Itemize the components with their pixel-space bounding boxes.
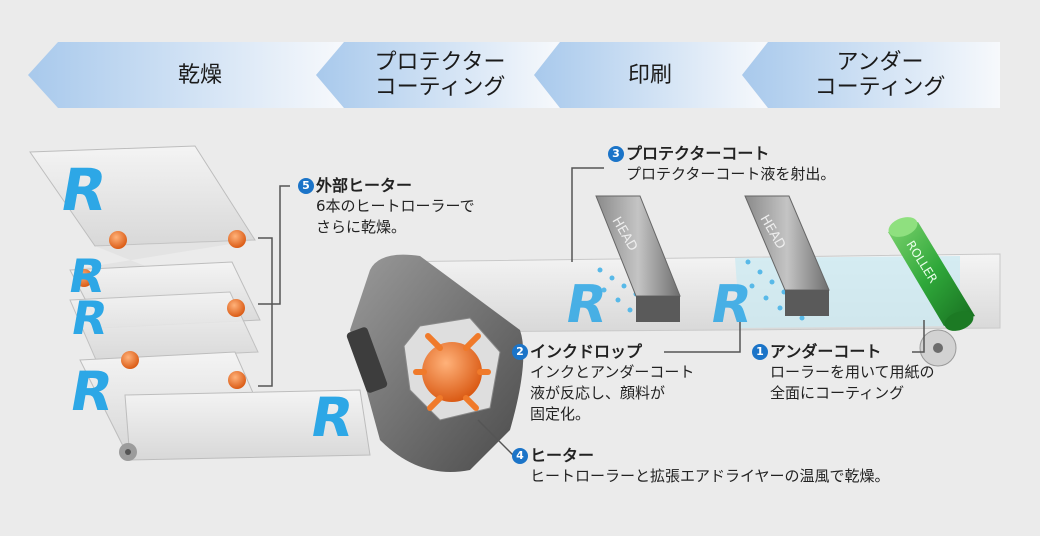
step-arrow-undercoat bbox=[742, 42, 1000, 108]
heat-roller-icon bbox=[227, 299, 245, 317]
callout-body: プロテクターコート液を射出。 bbox=[626, 165, 836, 183]
step-arrow-print bbox=[534, 42, 768, 108]
step-arrow-dry bbox=[28, 42, 344, 108]
circled-number-icon: 3 bbox=[608, 146, 624, 162]
heater-unit bbox=[346, 254, 524, 472]
heat-roller-icon bbox=[228, 230, 246, 248]
step-label-protector-coating: プロテクター コーティング bbox=[374, 50, 506, 100]
callout-body: ローラーを用いて用紙の 全面にコーティング bbox=[770, 363, 935, 402]
circled-number-icon: 5 bbox=[298, 178, 314, 194]
step-arrow-protector bbox=[316, 42, 560, 108]
heat-roller-icon bbox=[121, 351, 139, 369]
coating-roller-icon: ROLLER bbox=[888, 217, 975, 367]
callout-body: インクとアンダーコート 液が反応し、顔料が 固定化。 bbox=[530, 363, 695, 423]
drying-web-stack bbox=[29, 145, 371, 461]
circled-number-icon: 2 bbox=[512, 344, 528, 360]
leader-lines bbox=[258, 167, 925, 457]
callout-title: 外部ヒーター bbox=[316, 176, 413, 195]
callout-body: ヒートローラーと拡張エアドライヤーの温風で乾燥。 bbox=[530, 467, 890, 485]
step-label-dry: 乾燥 bbox=[177, 62, 222, 88]
print-head-protector: HEAD bbox=[595, 195, 681, 322]
circled-number-icon: 1 bbox=[752, 344, 768, 360]
callout-title: プロテクターコート bbox=[626, 144, 770, 163]
callout-title: ヒーター bbox=[530, 446, 595, 465]
step-label-print: 印刷 bbox=[627, 62, 672, 88]
step-label-under-coating: アンダー コーティング bbox=[814, 50, 946, 100]
circled-number-icon: 4 bbox=[512, 448, 528, 464]
callout-title: アンダーコート bbox=[770, 342, 882, 361]
process-arrow-band bbox=[28, 42, 1000, 108]
callout-title: インクドロップ bbox=[530, 342, 643, 361]
heat-roller-icon bbox=[75, 269, 93, 287]
heat-roller-icon bbox=[228, 371, 246, 389]
heat-rollers bbox=[75, 230, 246, 389]
heater-roller-icon bbox=[422, 342, 482, 402]
callout-body: 6本のヒートローラーで さらに乾燥。 bbox=[316, 197, 475, 236]
heat-roller-icon bbox=[109, 231, 127, 249]
